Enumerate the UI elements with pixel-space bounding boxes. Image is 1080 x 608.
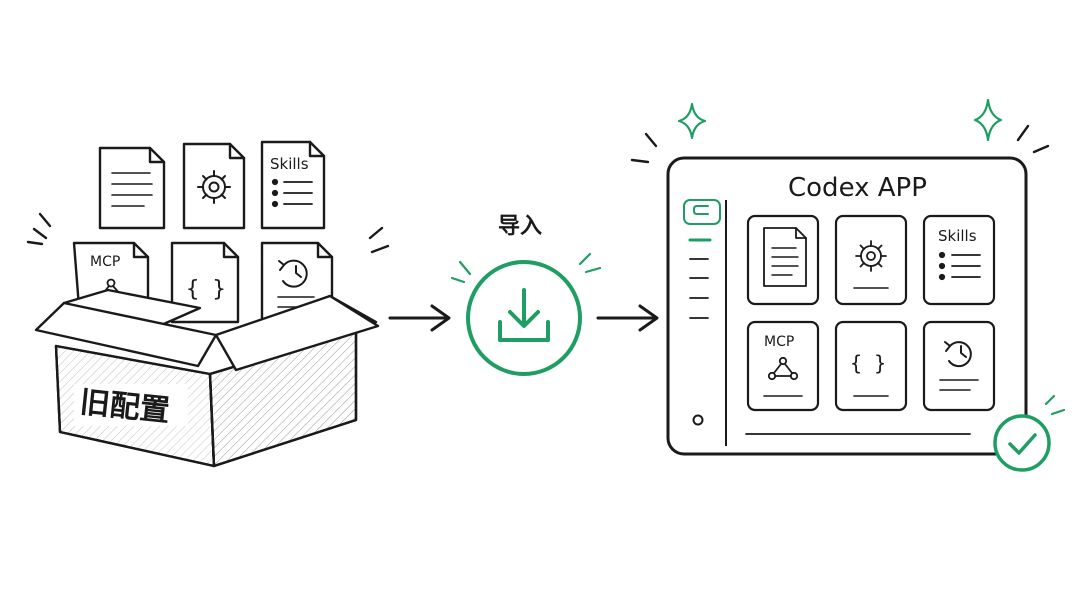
app-title: Codex APP xyxy=(788,173,927,203)
download-icon xyxy=(498,288,550,342)
sidebar-icon xyxy=(693,205,709,215)
check-circle-icon xyxy=(993,414,1051,472)
sparkle-marks-check xyxy=(1044,394,1066,416)
gear-icon xyxy=(197,170,231,204)
arrow-to-import xyxy=(388,304,451,332)
app-card-history[interactable] xyxy=(922,320,996,412)
sparkle-icon xyxy=(677,102,707,140)
mcp-file-label: MCP xyxy=(90,254,120,270)
burst-marks-app xyxy=(630,124,1050,164)
import-label: 导入 xyxy=(498,214,542,239)
app-sidebar xyxy=(683,199,721,426)
sidebar-user-dot[interactable] xyxy=(692,414,704,426)
arrow-to-app xyxy=(596,304,659,332)
gear-icon xyxy=(855,240,887,272)
braces-icon: { } xyxy=(186,277,226,302)
old-config-group: Skills MCP { } xyxy=(26,140,390,468)
list-icon xyxy=(938,251,981,281)
skills-card-label: Skills xyxy=(938,227,977,245)
doc-file xyxy=(98,146,166,230)
app-card-mcp[interactable]: MCP xyxy=(746,320,820,412)
settings-file xyxy=(182,142,246,230)
braces-icon: { } xyxy=(850,351,886,375)
history-icon xyxy=(278,259,308,288)
burst-marks-left xyxy=(26,212,390,254)
mcp-card-label: MCP xyxy=(764,334,794,350)
skills-file: Skills xyxy=(260,140,326,230)
app-card-code[interactable]: { } xyxy=(834,320,908,412)
sidebar-toggle-button[interactable] xyxy=(683,199,721,225)
app-card-document[interactable] xyxy=(746,214,820,306)
sparkle-marks-import xyxy=(450,252,602,284)
app-card-skills[interactable]: Skills xyxy=(922,214,996,306)
skills-file-label: Skills xyxy=(270,155,309,173)
network-icon xyxy=(767,356,799,381)
codex-app-window: Codex APP xyxy=(630,98,1066,472)
list-icon xyxy=(271,178,313,208)
sparkle-icon xyxy=(973,98,1003,142)
history-icon xyxy=(944,341,972,368)
import-step: 导入 xyxy=(450,214,602,376)
app-card-settings[interactable] xyxy=(834,214,908,306)
